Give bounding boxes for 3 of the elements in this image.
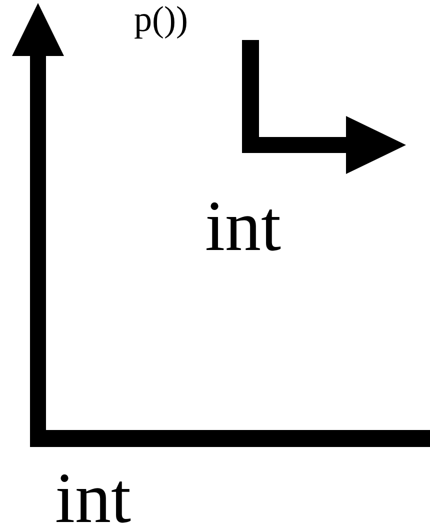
function-label: p()) [134,1,188,37]
axis-label: int [55,462,132,531]
axis-label: int [205,190,282,262]
